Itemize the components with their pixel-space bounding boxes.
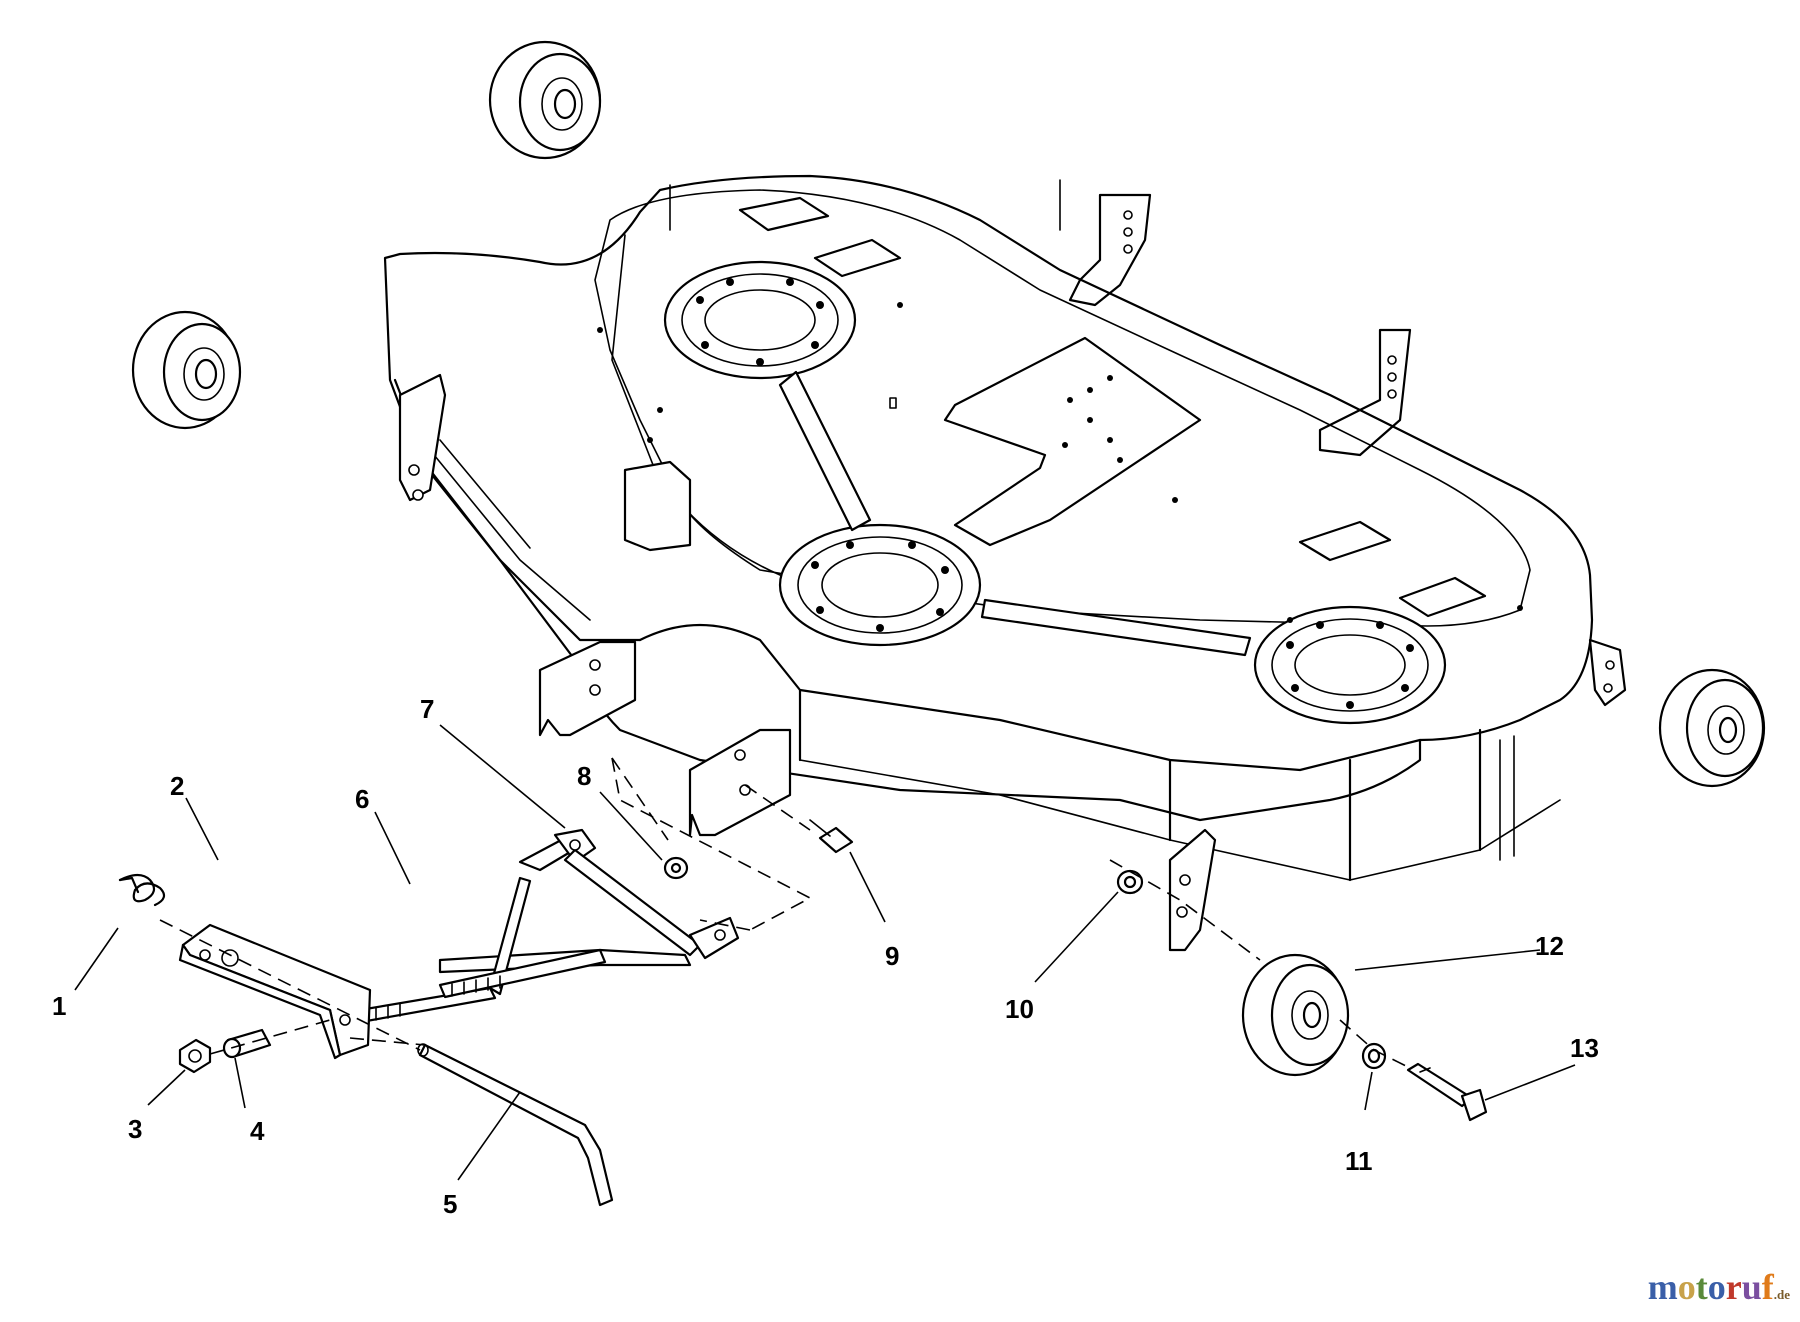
washer-11	[1361, 1042, 1387, 1070]
nut-8	[663, 856, 689, 880]
callout-labels: 1 2 3 4 5 6 7 8 9 10 11 12 13	[52, 694, 1599, 1219]
callout-7: 7	[420, 694, 434, 724]
deck-pads-and-ribs	[623, 196, 1487, 657]
lift-bracket-2	[178, 923, 372, 1060]
nut-3	[178, 1038, 212, 1074]
watermark-letter: t	[1695, 1267, 1708, 1307]
gauge-wheel-rear-left	[488, 40, 602, 160]
callout-11: 11	[1345, 1146, 1373, 1176]
callout-1: 1	[52, 991, 66, 1021]
lift-arm-7	[438, 828, 740, 974]
watermark-letter: f	[1761, 1267, 1774, 1307]
spindle-bolt-holes	[696, 278, 1414, 709]
watermark-letter: m	[1647, 1267, 1678, 1307]
flange-nut-10	[1116, 869, 1144, 895]
callout-2: 2	[170, 771, 184, 801]
spacer-4	[222, 1028, 272, 1059]
watermark-logo: motoruf.de	[1648, 1266, 1790, 1308]
pin-5	[417, 1043, 614, 1207]
callout-12: 12	[1535, 931, 1564, 961]
gauge-wheel-left	[131, 310, 242, 430]
threaded-rod-lower	[438, 948, 607, 999]
gauge-wheel-right	[1658, 668, 1766, 788]
shoulder-bolt-13	[1406, 1062, 1488, 1122]
callout-8: 8	[577, 761, 591, 791]
callout-6: 6	[355, 784, 369, 814]
watermark-letter: o	[1707, 1267, 1726, 1307]
watermark-letter: r	[1725, 1267, 1742, 1307]
watermark-suffix: .de	[1773, 1287, 1790, 1302]
watermark-letter: u	[1741, 1267, 1762, 1307]
callout-10: 10	[1005, 994, 1034, 1024]
spindle-housings	[663, 260, 1447, 725]
callout-3: 3	[128, 1114, 142, 1144]
deck-front-brackets	[398, 373, 1627, 952]
leader-lines	[74, 724, 1576, 1181]
watermark-letter: o	[1677, 1267, 1696, 1307]
deck-small-holes	[597, 302, 1523, 623]
callout-13: 13	[1570, 1033, 1599, 1063]
callout-9: 9	[885, 941, 899, 971]
callout-5: 5	[443, 1189, 457, 1219]
gauge-wheel-front	[1241, 953, 1350, 1077]
callout-4: 4	[250, 1116, 265, 1146]
assembly-lines	[159, 757, 1411, 1069]
spring-1	[118, 873, 166, 907]
bolt-9	[809, 819, 854, 854]
